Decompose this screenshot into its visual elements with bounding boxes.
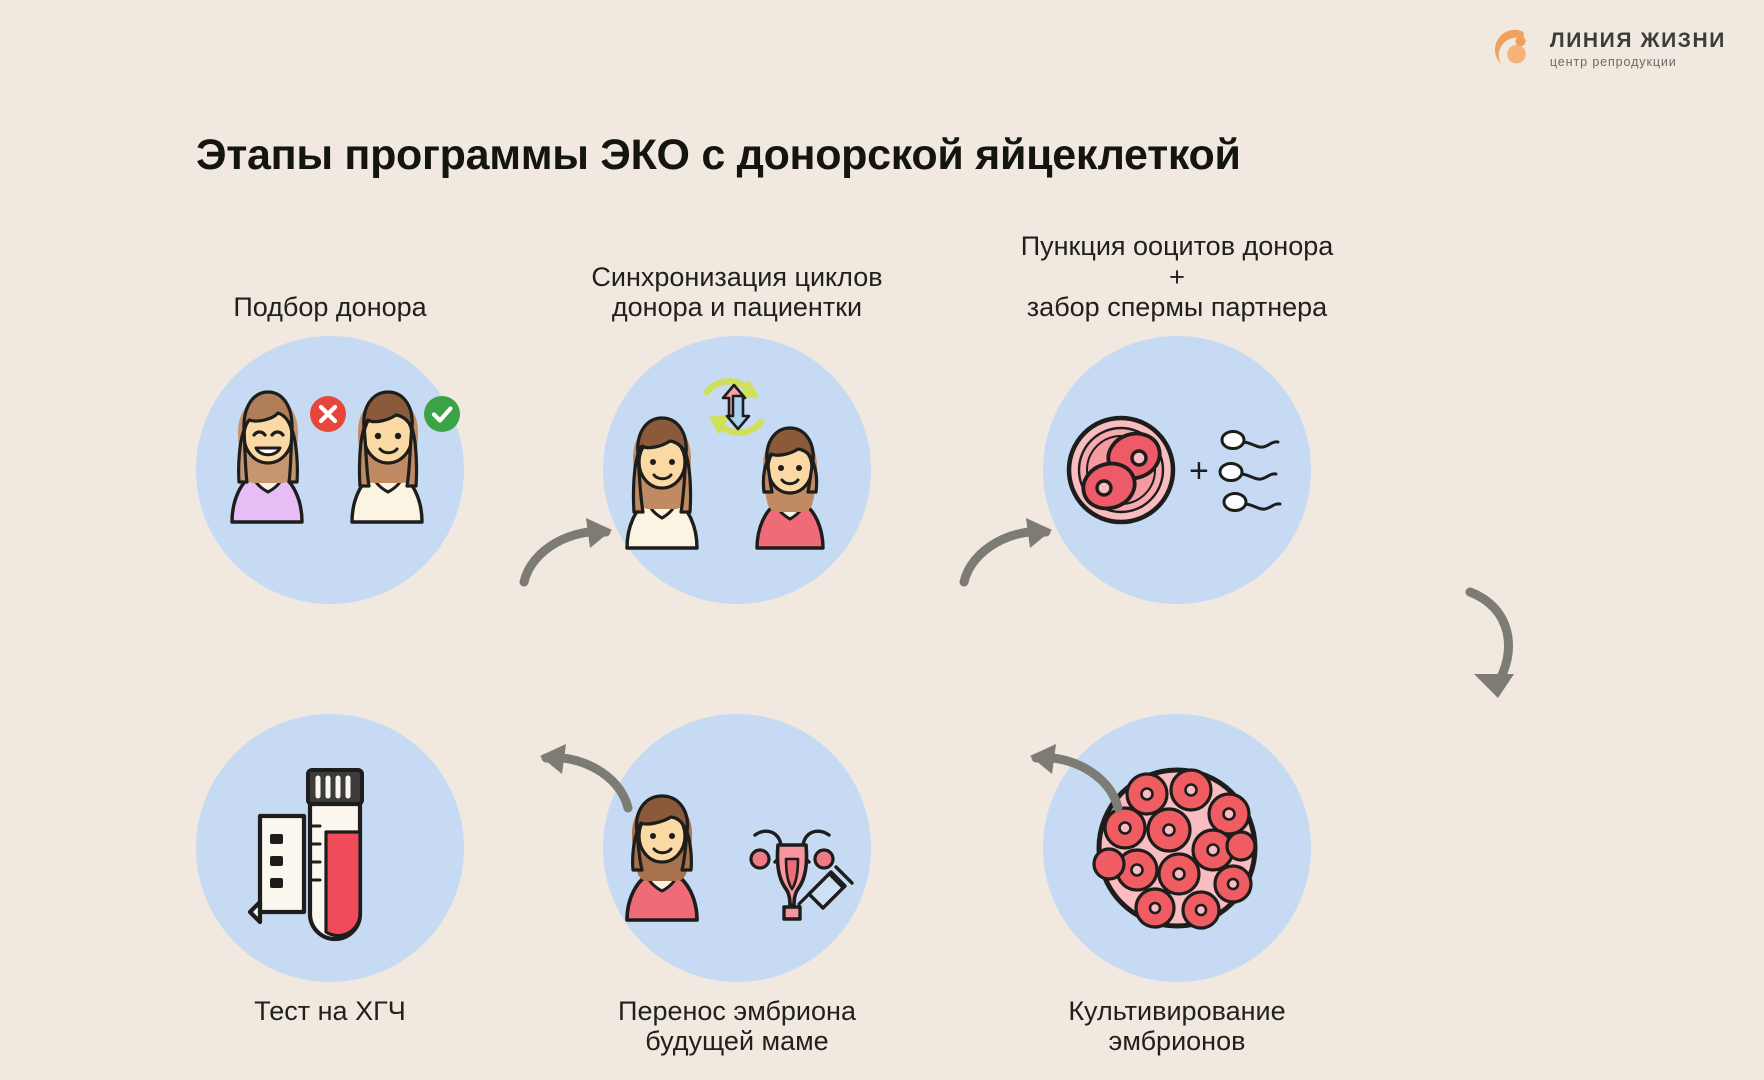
step-4-label: Культивирование эмбрионов — [1068, 996, 1286, 1057]
syringe-icon — [797, 865, 854, 910]
brand-subtitle: центр репродукции — [1549, 54, 1677, 69]
woman-patient — [755, 426, 825, 550]
arrow-step3-to-step4 — [1465, 587, 1514, 698]
reject-badge — [308, 394, 348, 439]
brand-logo-text: ЛИНИЯ ЖИЗНИ центр репродукции — [1550, 30, 1726, 69]
woman-accepted — [350, 390, 424, 524]
step-1-donor-selection[interactable]: Подбор донора — [196, 292, 464, 604]
report-document-icon — [247, 813, 307, 925]
life-line-logo-icon — [1494, 29, 1526, 64]
morula-icon — [1092, 767, 1258, 930]
step-6-hcg-test[interactable]: Тест на ХГЧ — [196, 714, 464, 1026]
brand-logo[interactable]: ЛИНИЯ ЖИЗНИ центр репродукции — [1492, 26, 1726, 72]
accept-badge — [422, 394, 462, 439]
cycle-synchronization-illustration — [625, 378, 825, 550]
oocyte-and-sperm-illustration: + — [1066, 415, 1282, 525]
step-5-circle — [603, 714, 871, 982]
oocyte-icon — [1066, 415, 1176, 525]
arrow-step2-to-step3 — [959, 518, 1052, 587]
step-3-label: Пункция ооцитов донора + забор спермы па… — [1020, 231, 1334, 322]
arrow-step5-to-step6 — [540, 744, 633, 813]
woman-rejected — [230, 390, 304, 524]
step-5-embryo-transfer[interactable]: Перенос эмбриона будущей маме — [603, 714, 871, 1056]
step-2-circle — [603, 336, 871, 604]
hcg-blood-test-illustration — [247, 768, 364, 942]
uterus-with-syringe — [749, 829, 854, 921]
page-title: Этапы программы ЭКО с донорской яйцеклет… — [196, 130, 1241, 179]
arrow-step4-to-step5 — [1030, 744, 1123, 813]
brand-title: ЛИНИЯ ЖИЗНИ — [1549, 28, 1726, 52]
sync-cycle-icon — [703, 378, 765, 436]
step-3-oocyte-retrieval[interactable]: Пункция ооцитов донора + забор спермы па… — [1021, 231, 1333, 604]
woman-donor — [625, 416, 699, 550]
step-4-embryo-culture[interactable]: Культивирование эмбрионов — [1043, 714, 1311, 1056]
embryo-culture-morula-illustration — [1092, 767, 1258, 930]
step-4-circle — [1043, 714, 1311, 982]
sperm-group — [1218, 430, 1282, 512]
step-2-label: Синхронизация циклов донора и пациентки — [591, 261, 883, 322]
step-6-circle — [196, 714, 464, 982]
step-1-label: Подбор донора — [233, 291, 427, 322]
plus-sign: + — [1189, 452, 1209, 490]
blood-tube-icon — [306, 768, 364, 942]
step-3-circle: + — [1043, 336, 1311, 604]
step-6-label: Тест на ХГЧ — [254, 996, 406, 1026]
step-1-circle — [196, 336, 464, 604]
future-mother — [625, 794, 699, 922]
embryo-transfer-illustration — [625, 794, 854, 922]
step-5-label: Перенос эмбриона будущей маме — [618, 996, 856, 1057]
two-women-donor-selection-illustration — [230, 390, 424, 524]
step-2-cycle-synchronization[interactable]: Синхронизация циклов донора и пациентки — [591, 262, 883, 604]
arrow-step1-to-step2 — [519, 518, 612, 587]
